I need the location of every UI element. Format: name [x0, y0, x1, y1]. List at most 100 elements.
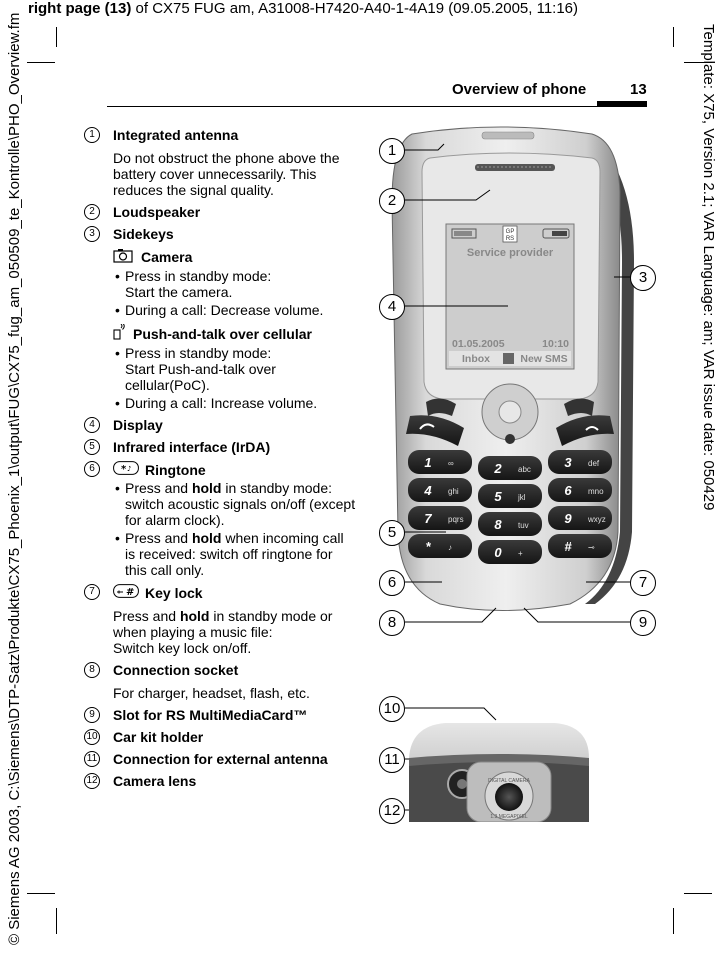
callout-marker: 5: [379, 520, 405, 546]
svg-text:#: #: [126, 587, 134, 598]
bullet: During a call: Increase volume.: [113, 395, 356, 411]
bullet-text: in standby mode: switch acoustic signals…: [125, 480, 356, 528]
item-number: 10: [84, 729, 100, 745]
push-to-talk-icon: [113, 322, 125, 343]
antenna-socket-pin: [457, 779, 467, 789]
keypad-key-digit: 5: [494, 489, 502, 504]
crop-mark: [27, 893, 55, 894]
item-number: 12: [84, 773, 100, 789]
copyright-path-vertical: © Siemens AG 2003, C:\Siemens\DTP-Satz\P…: [6, 13, 36, 950]
softkey-left-label: Inbox: [462, 353, 490, 365]
item-number: 7: [84, 584, 100, 600]
keypad-key-letters: tuv: [518, 521, 529, 530]
camera-icon: [113, 248, 133, 266]
keypad-key-letters: ∞: [448, 459, 454, 468]
callout-line-mmc-slot: [523, 607, 630, 623]
legend-item-car-kit-holder: 10 Car kit holder: [84, 729, 356, 745]
svg-text:*: *: [121, 464, 127, 475]
callout-marker: 12: [379, 798, 405, 824]
print-header: right page (13) of CX75 FUG am, A31008-H…: [28, 0, 578, 17]
keypad-key[interactable]: [478, 512, 542, 536]
item-text: Do not obstruct the phone above the batt…: [113, 150, 340, 198]
crop-mark: [684, 893, 712, 894]
end-icon: [585, 426, 599, 431]
keypad-key[interactable]: [478, 456, 542, 480]
item-number: 3: [84, 226, 100, 242]
left-softkey: [426, 398, 456, 416]
item-title: Connection socket: [113, 662, 239, 678]
legend-item-antenna: 1 Integrated antenna Do not obstruct the…: [84, 127, 356, 198]
keypad-key[interactable]: [548, 450, 612, 474]
item-number: 4: [84, 417, 100, 433]
gprs-icon-top: GP: [506, 229, 515, 235]
callout-marker: 7: [630, 570, 656, 596]
keypad-key[interactable]: [478, 484, 542, 508]
legend-item-ringtone: 6 *♪ Ringtone Press and hold in standby …: [84, 461, 356, 578]
keypad-key[interactable]: [548, 506, 612, 530]
callout-marker: 11: [379, 747, 405, 773]
keypad-key-digit: 2: [493, 461, 502, 476]
legend-item-keylock: 7 # Key lock Press and hold in standby m…: [84, 584, 356, 656]
crop-mark: [27, 62, 55, 63]
subitem-camera: Camera: [113, 248, 356, 266]
keypad-key-digit: 1: [424, 455, 431, 470]
text-emphasis: hold: [179, 608, 210, 624]
keypad-key[interactable]: [408, 450, 472, 474]
standby-time: 10:10: [542, 338, 569, 350]
hash-key-icon: #: [113, 584, 139, 601]
subitem-title: Push-and-talk over cellular: [133, 325, 312, 342]
signal-strength-icon: [451, 228, 477, 239]
bullet: Press in standby mode:Start Push-and-tal…: [113, 345, 356, 393]
keypad-key[interactable]: [478, 540, 542, 564]
running-head-rule: [107, 106, 647, 107]
legend-item-sidekeys: 3 Sidekeys Camera Press in standby mode:…: [84, 226, 356, 411]
item-title-row: # Key lock: [113, 584, 356, 601]
keypad-key[interactable]: [548, 478, 612, 502]
crop-mark: [56, 908, 57, 934]
bullet-text: During a call: Decrease volume.: [125, 302, 324, 318]
item-number: 8: [84, 662, 100, 678]
phone-back-illustration: DIGITAL CAMERA 1.3 MEGAPIXEL: [409, 723, 589, 822]
bullet: Press and hold when incoming call is rec…: [113, 530, 356, 578]
keypad-key-letters: ghi: [448, 487, 459, 496]
legend-item-external-antenna: 11 Connection for external antenna: [84, 751, 356, 767]
item-number: 9: [84, 707, 100, 723]
callout-marker: 8: [379, 610, 405, 636]
keypad-key[interactable]: [408, 478, 472, 502]
gprs-icon: [502, 225, 518, 243]
bullet-emphasis: hold: [191, 530, 222, 546]
keypad-key[interactable]: [408, 506, 472, 530]
callout-line-loudspeaker: [405, 189, 491, 201]
bullet-list: Press and hold in standby mode: switch a…: [113, 480, 356, 578]
callout-marker: 9: [630, 610, 656, 636]
crop-mark: [56, 27, 57, 47]
item-title: Slot for RS MultiMediaCard™: [113, 707, 308, 723]
item-number: 6: [84, 461, 100, 477]
callout-line-antenna: [405, 143, 445, 151]
signal-strength-fill: [454, 231, 472, 236]
callout-marker: 4: [379, 294, 405, 320]
battery-fill: [552, 231, 567, 236]
camera-ring-bottom-text: 1.3 MEGAPIXEL: [490, 814, 527, 820]
keypad-key-digit: #: [564, 539, 572, 554]
bullet-emphasis: hold: [191, 480, 222, 496]
crop-mark: [673, 27, 674, 47]
keypad-key[interactable]: [548, 534, 612, 558]
item-title: Integrated antenna: [113, 127, 239, 143]
svg-text:♪: ♪: [127, 465, 131, 473]
callout-marker: 2: [379, 188, 405, 214]
bullet-text: During a call: Increase volume.: [125, 395, 318, 411]
running-head-tab: [597, 101, 647, 107]
keypad-key-digit: 4: [423, 483, 432, 498]
crop-mark: [684, 62, 712, 63]
item-title: Key lock: [145, 584, 203, 601]
bullet-text: Start Push-and-talk over cellular(PoC).: [125, 361, 276, 393]
keypad-key-digit: 8: [494, 517, 502, 532]
item-title: Connection for external antenna: [113, 751, 328, 767]
call-icon: [419, 423, 435, 430]
keypad-key[interactable]: [408, 534, 472, 558]
keypad-key-letters: ♪: [448, 543, 452, 552]
text-run: Press and: [113, 608, 180, 624]
keypad-key-letters: pqrs: [448, 515, 464, 524]
